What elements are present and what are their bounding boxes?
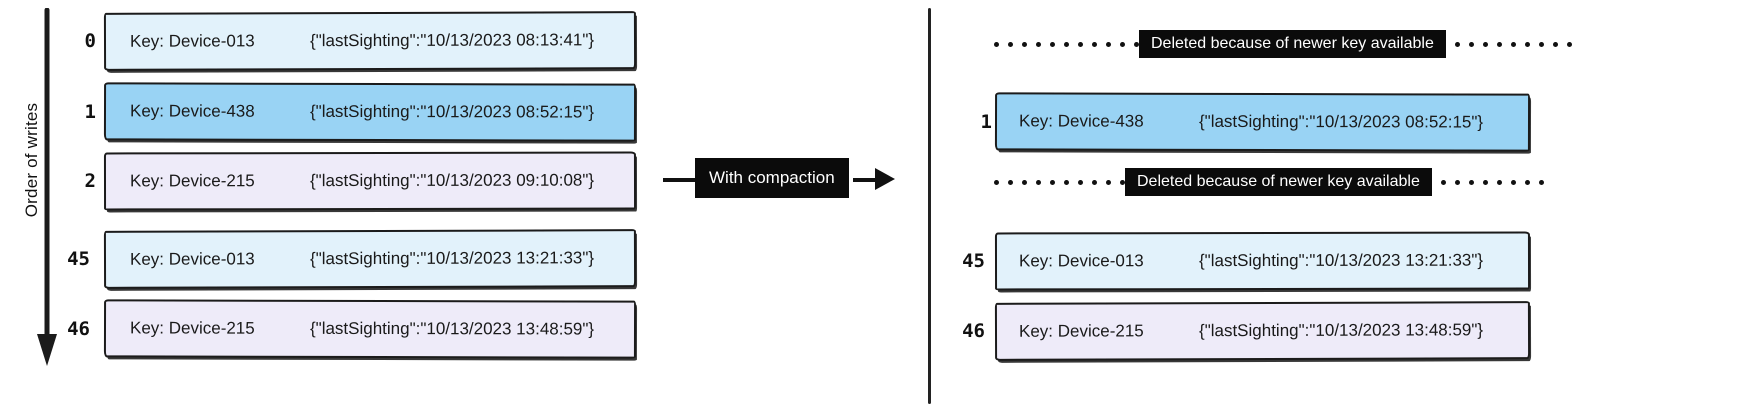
record-key: Key: Device-215 <box>129 171 255 191</box>
record-key: Key: Device-215 <box>129 318 255 338</box>
compaction-transition: With compaction <box>663 158 895 200</box>
record-row: 2 Key: Device-215 {"lastSighting":"10/13/2… <box>85 151 637 211</box>
write-index-label: 46 <box>67 318 90 340</box>
record-box: Key: Device-013 {"lastSighting":"10/13/20… <box>994 231 1531 291</box>
record-row: 46 Key: Device-215 {"lastSighting":"10/13/… <box>67 299 637 359</box>
record-box: Key: Device-215 {"lastSighting":"10/13/20… <box>103 299 637 359</box>
record-key: Key: Device-013 <box>129 249 255 269</box>
write-index-label: 1 <box>980 111 992 133</box>
write-index-label: 2 <box>84 170 96 192</box>
write-index-label: 1 <box>84 101 96 123</box>
record-value: {"lastSighting":"10/13/2023 13:21:33"} <box>1198 250 1484 271</box>
record-row: 45 Key: Device-013 {"lastSighting":"10/13/… <box>67 229 637 289</box>
transition-line-right <box>853 178 879 182</box>
record-key: Key: Device-013 <box>1018 251 1144 271</box>
record-box: Key: Device-013 {"lastSighting":"10/13/20… <box>103 229 637 289</box>
with-compaction-label: With compaction <box>695 158 849 198</box>
record-value: {"lastSighting":"10/13/2023 13:21:33"} <box>309 248 595 269</box>
record-key: Key: Device-438 <box>1018 111 1144 131</box>
record-row: 1 Key: Device-438 {"lastSighting":"10/13/2… <box>85 82 637 142</box>
deleted-marker-0: Deleted because of newer key available <box>994 30 1572 58</box>
record-value: {"lastSighting":"10/13/2023 08:13:41"} <box>309 30 595 51</box>
record-value: {"lastSighting":"10/13/2023 08:52:15"} <box>1198 111 1484 132</box>
record-key: Key: Device-438 <box>129 101 255 121</box>
write-index-label: 46 <box>962 320 985 342</box>
record-row: 46 Key: Device-215 {"lastSighting":"10/13/… <box>962 301 1531 361</box>
record-key: Key: Device-215 <box>1018 321 1144 341</box>
record-value: {"lastSighting":"10/13/2023 13:48:59"} <box>1198 320 1484 341</box>
record-key: Key: Device-013 <box>129 31 255 51</box>
write-index-label: 0 <box>84 30 96 52</box>
dotted-leader-right <box>1440 168 1544 196</box>
deleted-marker-2: Deleted because of newer key available <box>994 168 1544 196</box>
deleted-reason-label: Deleted because of newer key available <box>1139 30 1446 58</box>
dotted-leader-right <box>1454 30 1572 58</box>
record-box: Key: Device-013 {"lastSighting":"10/13/20… <box>103 11 637 71</box>
record-box: Key: Device-215 {"lastSighting":"10/13/20… <box>994 301 1531 361</box>
record-box: Key: Device-438 {"lastSighting":"10/13/20… <box>103 82 637 142</box>
record-value: {"lastSighting":"10/13/2023 13:48:59"} <box>309 318 595 339</box>
record-box: Key: Device-438 {"lastSighting":"10/13/20… <box>994 92 1531 152</box>
write-index-label: 45 <box>962 250 985 272</box>
dotted-leader-left <box>994 30 1139 58</box>
transition-line-left <box>663 178 701 182</box>
dotted-leader-left <box>994 168 1125 196</box>
panel-divider <box>928 8 931 404</box>
record-row: 45 Key: Device-013 {"lastSighting":"10/13/… <box>962 231 1531 291</box>
deleted-reason-label: Deleted because of newer key available <box>1125 168 1432 196</box>
write-index-label: 45 <box>67 248 90 270</box>
record-row: 1 Key: Device-438 {"lastSighting":"10/13/2… <box>981 92 1531 152</box>
record-value: {"lastSighting":"10/13/2023 08:52:15"} <box>309 101 595 122</box>
record-box: Key: Device-215 {"lastSighting":"10/13/20… <box>103 151 637 211</box>
down-arrow-icon <box>37 8 57 366</box>
right-arrow-icon <box>875 168 895 190</box>
record-row: 0 Key: Device-013 {"lastSighting":"10/13/2… <box>85 11 637 71</box>
record-value: {"lastSighting":"10/13/2023 09:10:08"} <box>309 170 595 191</box>
